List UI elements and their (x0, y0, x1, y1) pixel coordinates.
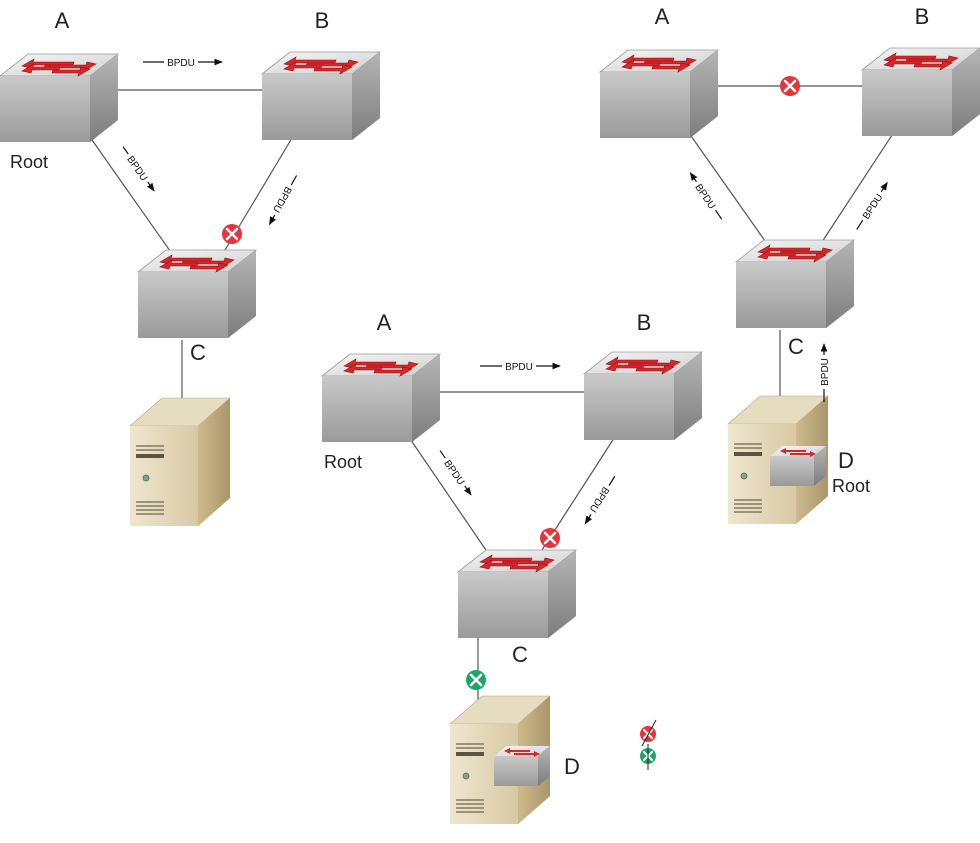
label-c: C (788, 334, 804, 359)
switch-d (494, 746, 550, 786)
bpdu-a-to-c: BPDU (122, 146, 155, 192)
label-a: A (55, 8, 70, 33)
switch-b (261, 51, 381, 141)
blocked-port-icon (778, 74, 802, 98)
label-d: D (838, 448, 854, 473)
switch-b (583, 351, 703, 441)
bpdu-label: BPDU (505, 362, 533, 373)
bpdu-a-to-c: BPDU (439, 450, 472, 496)
switch-a (0, 53, 119, 143)
label-root: Root (832, 476, 870, 496)
switch-c (137, 249, 257, 339)
bpdu-d-to-c: BPDU (818, 343, 831, 402)
label-b: B (637, 310, 652, 335)
server (129, 397, 231, 527)
scenario-right: BPDU BPDU BPDU A B C D Root (599, 4, 980, 525)
filtered-port-icon (464, 668, 488, 692)
label-root: Root (10, 152, 48, 172)
switch-c (735, 239, 855, 329)
switch-b (861, 47, 980, 137)
bpdu-b-to-c: BPDU (584, 475, 616, 525)
bpdu-label: BPDU (167, 58, 195, 69)
link-a-c (84, 129, 176, 259)
label-c: C (190, 340, 206, 365)
label-a: A (655, 4, 670, 29)
bpdu-b-to-c: BPDU (268, 175, 298, 226)
bpdu-a-to-b: BPDU (480, 360, 561, 373)
switch-a (321, 353, 441, 443)
blocked-port-icon (538, 526, 562, 550)
switch-c (457, 549, 577, 639)
switch-d (770, 446, 826, 486)
label-d: D (564, 754, 580, 779)
legend (638, 719, 658, 770)
blocked-port-icon (220, 222, 244, 246)
link-a-c (683, 125, 771, 249)
switch-a (599, 49, 719, 139)
label-c: C (512, 642, 528, 667)
label-b: B (915, 4, 930, 29)
legend-filtered-port (638, 744, 658, 770)
legend-blocked-port (638, 719, 658, 747)
link-b-c (817, 125, 899, 249)
label-root: Root (324, 452, 362, 472)
scenario-middle: BPDU BPDU BPDU A B C D Root (321, 310, 703, 825)
link-a-c (403, 429, 491, 557)
label-b: B (315, 8, 330, 33)
label-a: A (377, 310, 392, 335)
bpdu-label: BPDU (820, 358, 831, 386)
scenario-left: BPDU BPDU BPDU A B C Root (0, 8, 381, 527)
bpdu-a-to-b: BPDU (143, 56, 223, 69)
